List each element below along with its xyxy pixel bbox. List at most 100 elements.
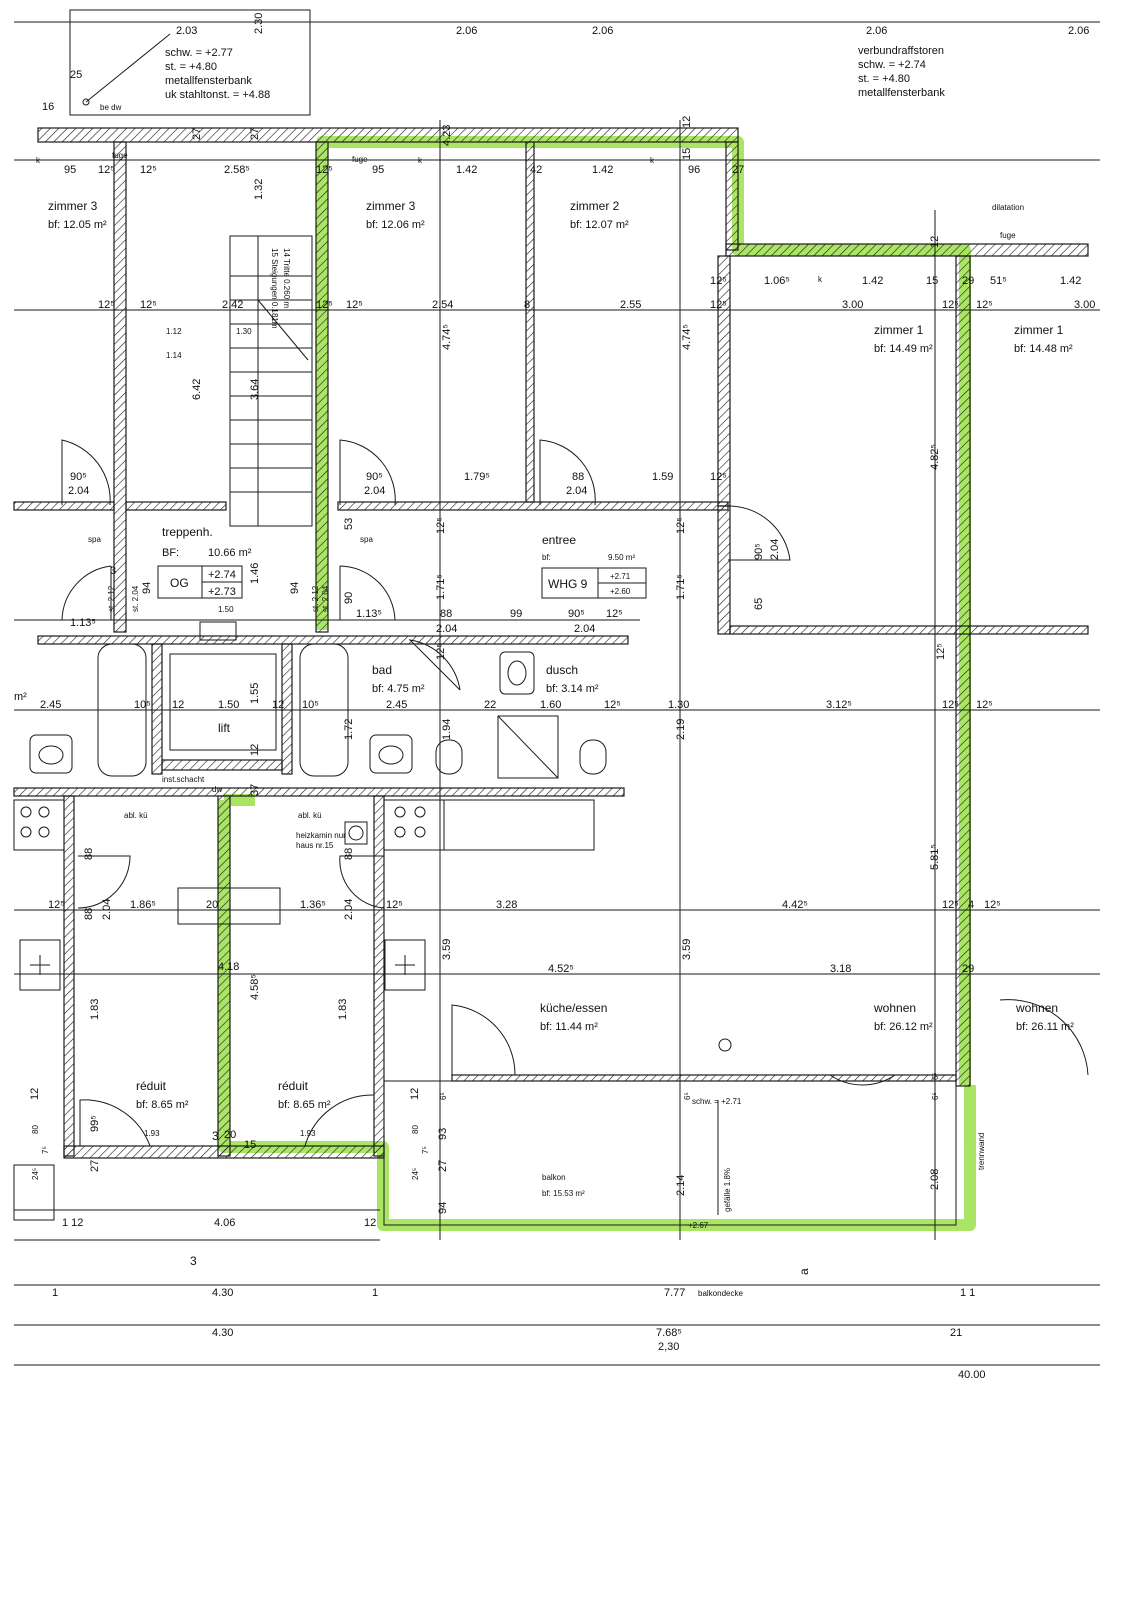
dim-label: 1.42: [862, 275, 883, 287]
room-name: zimmer 2: [570, 199, 620, 213]
dim-label: 12⁵: [710, 299, 727, 311]
note-small: abl. kü: [124, 811, 148, 820]
dim-label: 15: [244, 1139, 256, 1151]
dim-label: m²: [14, 691, 27, 703]
dim-label: 1.71⁵: [435, 574, 447, 600]
dim-label: 7⁵: [421, 1146, 430, 1154]
room-name: zimmer 1: [1014, 323, 1064, 337]
dim-label: 2,30: [658, 1341, 679, 1353]
dim-label: 4.74⁵: [441, 324, 453, 350]
room-name: inst.schacht: [162, 775, 205, 784]
dim-label: 4.06: [214, 1217, 235, 1229]
note-small: heizkamin nur: [296, 831, 346, 840]
dim-label: 4.82⁵: [929, 444, 941, 470]
dim-label: 6⁵: [931, 1072, 940, 1080]
room-name: treppenh.: [162, 525, 213, 539]
room-area: bf: 12.07 m²: [570, 219, 629, 231]
dim-label: 80: [31, 1125, 40, 1134]
dim-label: 1.36⁵: [300, 899, 326, 911]
dim-label: 27: [89, 1160, 101, 1172]
dim-label: 2.06: [592, 25, 613, 37]
room-area: bf: 12.06 m²: [366, 219, 425, 231]
dim-label: 2.42: [222, 299, 243, 311]
row-dimensions: k 95 12⁵ 12⁵ 2.58⁵ 12⁵ 95 k 1.42 42 1.42…: [36, 151, 1024, 240]
dim-label: 29: [962, 275, 974, 287]
section-marker: 3: [190, 1254, 197, 1268]
dim-label: 2.06: [1068, 25, 1089, 37]
top-note-left: 2.03 schw. = +2.77 st. = +4.80 metallfen…: [42, 25, 270, 113]
dim-label: 22: [484, 699, 496, 711]
dim-label: 12⁵: [140, 299, 157, 311]
dim-label: 12⁵: [984, 899, 1001, 911]
note-small: spa: [88, 535, 101, 544]
note-line: verbundraffstoren: [858, 45, 944, 57]
level-value: +2.71: [610, 572, 631, 581]
dim-label: 94: [141, 582, 153, 594]
room-area: bf: 8.65 m²: [278, 1099, 331, 1111]
dim-label: 12⁵: [976, 299, 993, 311]
dim-label: 1.50: [218, 699, 239, 711]
dim-label: 1 1: [960, 1287, 975, 1299]
room-name: zimmer 3: [366, 199, 416, 213]
dim-label: 6⁵: [683, 1092, 692, 1100]
dim-label: 40.00: [958, 1369, 986, 1381]
dim-label: 27: [437, 1160, 449, 1172]
room-name: zimmer 1: [874, 323, 924, 337]
dim-label: 12⁵: [346, 299, 363, 311]
lower-dimensions: 88 88 12⁵ 88 2.04 1.86⁵ 20 1.36⁵ 2.04 12…: [29, 844, 1001, 1275]
apartment-tag: WHG 9: [548, 577, 588, 591]
stair-note: 14 Tritte 0.260 m: [282, 248, 291, 308]
dim-label: 2.45: [386, 699, 407, 711]
room-area: bf: 11.44 m²: [540, 1021, 598, 1033]
dim-label: 5.81⁵: [929, 844, 941, 870]
note-line: schw. = +2.74: [858, 59, 926, 71]
dim-label: 12⁵: [48, 899, 65, 911]
dim-label: 51⁵: [990, 275, 1007, 287]
dim-label: 1: [372, 1287, 378, 1299]
dim-label: 1.86⁵: [130, 899, 156, 911]
dim-label: 12⁵: [435, 517, 447, 534]
dim-label: 8: [524, 299, 530, 311]
dim-label: 1.46: [249, 563, 261, 584]
dim-note: balkondecke: [698, 1289, 743, 1298]
note-small: be dw: [100, 103, 122, 112]
dim-label: 10⁵: [302, 699, 319, 711]
dim-label: 90⁵: [753, 543, 765, 560]
note-line: metallfensterbank: [165, 75, 252, 87]
dim-label: k: [418, 156, 423, 165]
dim-label: 12⁵: [942, 699, 959, 711]
dim-label: k: [818, 275, 823, 284]
dim-label: 88: [440, 608, 452, 620]
dim-label: 20: [224, 1129, 236, 1141]
dim-label: 12: [409, 1088, 421, 1100]
dim-label: 2.06: [456, 25, 477, 37]
dim-label: 1.12: [166, 327, 182, 336]
dim-label: 7.68⁵: [656, 1327, 682, 1339]
dim-label: 1: [52, 1287, 58, 1299]
dim-label: 12⁵: [710, 471, 727, 483]
slope-note: gefälle 1.8%: [723, 1168, 732, 1212]
room-name: réduit: [278, 1079, 309, 1093]
room-area: 10.66 m²: [208, 547, 252, 559]
dim-label: 12: [929, 236, 941, 248]
dim-label: 1.50: [218, 605, 234, 614]
room-name: wohnen: [873, 1001, 916, 1015]
dim-label: 90⁵: [366, 471, 383, 483]
level-note: schw. = +2.71: [692, 1097, 742, 1106]
dim-label: 12⁵: [710, 275, 727, 287]
dim-label: 1.71⁵: [675, 574, 687, 600]
dim-label: 3.12⁵: [826, 699, 852, 711]
note-small: fuge: [352, 155, 368, 164]
room-area: bf: 26.12 m²: [874, 1021, 933, 1033]
room-name: entree: [542, 533, 576, 547]
dim-label: 3.59: [681, 939, 693, 960]
dim-label: 4.74⁵: [681, 324, 693, 350]
dim-label: 2.04: [436, 623, 457, 635]
dim-label: 99: [510, 608, 522, 620]
dim-label: 99⁵: [89, 1115, 101, 1132]
dim-label: 15: [926, 275, 938, 287]
dim-label: 94: [437, 1202, 449, 1214]
dim-label: 2.55: [620, 299, 641, 311]
note-line: uk stahltonst. = +4.88: [165, 89, 270, 101]
stair-note: 15 Steigungen 0.181m: [270, 248, 279, 329]
